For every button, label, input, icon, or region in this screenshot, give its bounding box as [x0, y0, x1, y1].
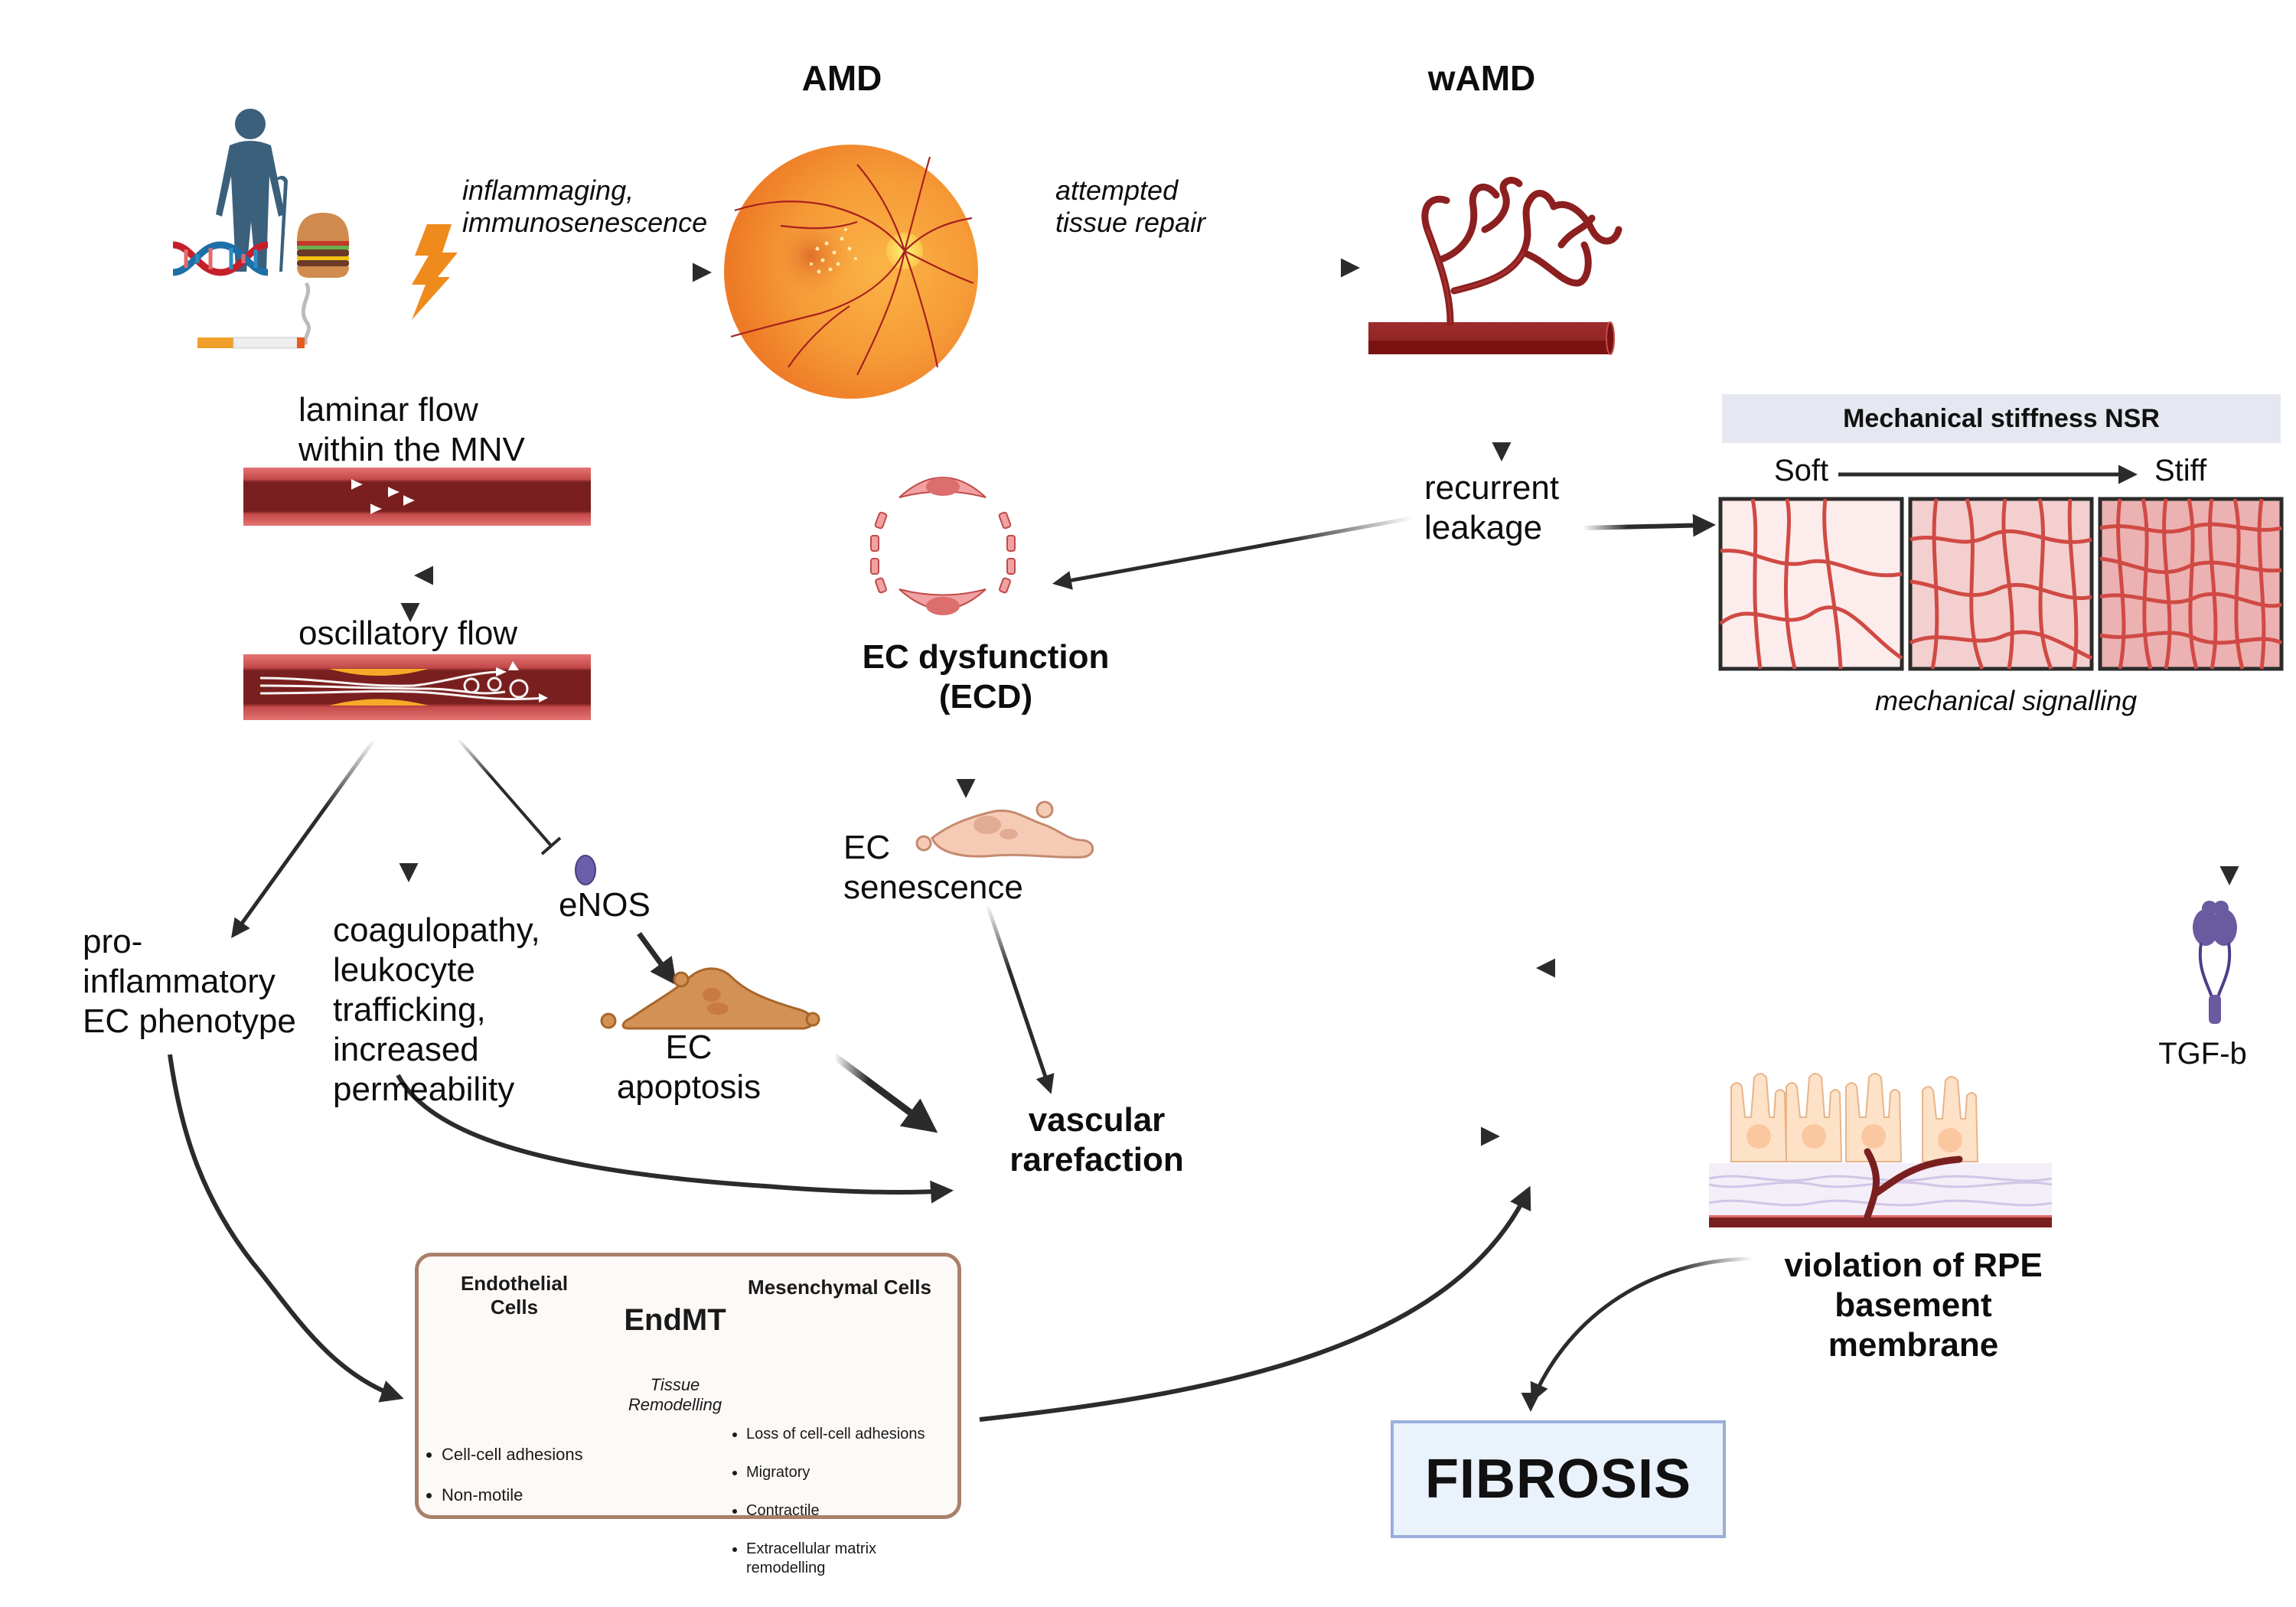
endmt-right-item: Migratory — [746, 1463, 925, 1482]
endmt-right-title: Mesenchymal Cells — [748, 1276, 931, 1299]
endmt-right-list: Loss of cell-cell adhesions Migratory Co… — [732, 1406, 925, 1597]
inhibition-osc-to-enos — [456, 737, 562, 856]
label-inflammaging: inflammaging, immunosenescence — [462, 174, 708, 239]
ec-apoptosis-cell-icon — [600, 967, 820, 1030]
label-pro-inflammatory: pro- inflammatory EC phenotype — [83, 923, 296, 1040]
label-tgf-b: TGF-b — [2158, 1037, 2247, 1071]
label-ec-senescence: EC senescence — [843, 829, 1023, 906]
label-attempted-repair: attempted tissue repair — [1055, 174, 1206, 239]
amd-header: AMD — [801, 58, 882, 98]
arrow-proinflammatory-to-endmt — [168, 1054, 404, 1403]
arrow-leakage-to-nsr — [1582, 513, 1716, 537]
burger-icon — [297, 213, 349, 278]
label-laminar-flow: laminar flow within the MNV — [298, 391, 525, 468]
arrow-coagulopathy-to-rarefaction — [396, 1074, 954, 1204]
mechanical-stiffness-header: Mechanical stiffness NSR — [1722, 394, 2281, 443]
endmt-left-item: Cell-cell adhesions — [442, 1445, 583, 1465]
elderly-person-icon — [216, 109, 288, 272]
label-recurrent-leakage: recurrent leakage — [1424, 469, 1560, 546]
label-ec-apoptosis: EC apoptosis — [616, 1028, 762, 1106]
label-coagulopathy: coagulopathy, leukocyte trafficking, inc… — [333, 911, 540, 1108]
laminar-vessel-icon — [243, 468, 591, 526]
label-ec-dysfunction: EC dysfunction (ECD) — [862, 638, 1110, 715]
endmt-left-list: Cell-cell adhesions Non-motile — [426, 1425, 583, 1526]
arrow-endmt-to-main — [979, 1185, 1531, 1422]
endmt-left-title: Endothelial Cells — [460, 1272, 569, 1319]
nsr-panel-medium — [1908, 497, 2094, 671]
enos-protein-icon — [575, 855, 596, 885]
endmt-panel: Endothelial Cells EndMT Tissue Remodelli… — [415, 1253, 961, 1576]
label-oscillatory-flow: oscillatory flow — [298, 614, 518, 652]
label-mechanical-signalling: mechanical signalling — [1875, 685, 2138, 716]
endmt-right-item: Extracellular matrix remodelling — [746, 1540, 925, 1578]
rpe-tissue-icon — [1708, 1073, 2053, 1227]
label-rpe-violation: violation of RPE basement membrane — [1784, 1247, 2043, 1364]
ec-dysfunction-vessel-icon — [870, 477, 1016, 615]
endmt-center-title: EndMT — [624, 1303, 726, 1337]
arrow-apoptosis-to-rarefaction — [832, 1053, 938, 1133]
arrow-leakage-to-ecd — [1052, 516, 1413, 590]
wamd-header: wAMD — [1427, 58, 1536, 98]
fibrosis-box: FIBROSIS — [1391, 1420, 1726, 1538]
label-soft: Soft — [1774, 454, 1829, 487]
endmt-right-item: Contractile — [746, 1501, 925, 1521]
label-vascular-rarefaction: vascular rarefaction — [1009, 1101, 1184, 1178]
arrow-rpe-to-fibrosis — [1530, 1257, 1753, 1403]
tgf-beta-protein-icon — [2193, 901, 2237, 1024]
label-stiff: Stiff — [2154, 454, 2207, 487]
endmt-right-item: Loss of cell-cell adhesions — [746, 1425, 925, 1444]
neovascular-vessel-icon — [1368, 177, 1623, 355]
label-enos: eNOS — [559, 886, 651, 924]
arrow-enos-to-apoptosis — [637, 931, 677, 986]
arrow-osc-to-proinflammatory — [231, 737, 377, 939]
lightning-icon — [412, 224, 458, 320]
nsr-panel-stiff — [2098, 497, 2284, 671]
nsr-panel-soft — [1718, 497, 1904, 671]
oscillatory-vessel-icon — [243, 654, 591, 720]
endmt-center-caption: Tissue Remodelling — [628, 1375, 722, 1414]
ec-senescence-cell-icon — [915, 800, 1094, 859]
dna-icon — [172, 241, 269, 276]
arrow-senescence-to-rarefaction — [985, 904, 1055, 1094]
endmt-left-item: Non-motile — [442, 1485, 583, 1505]
cigarette-icon — [197, 282, 311, 349]
fundus-eye-icon — [724, 145, 978, 399]
